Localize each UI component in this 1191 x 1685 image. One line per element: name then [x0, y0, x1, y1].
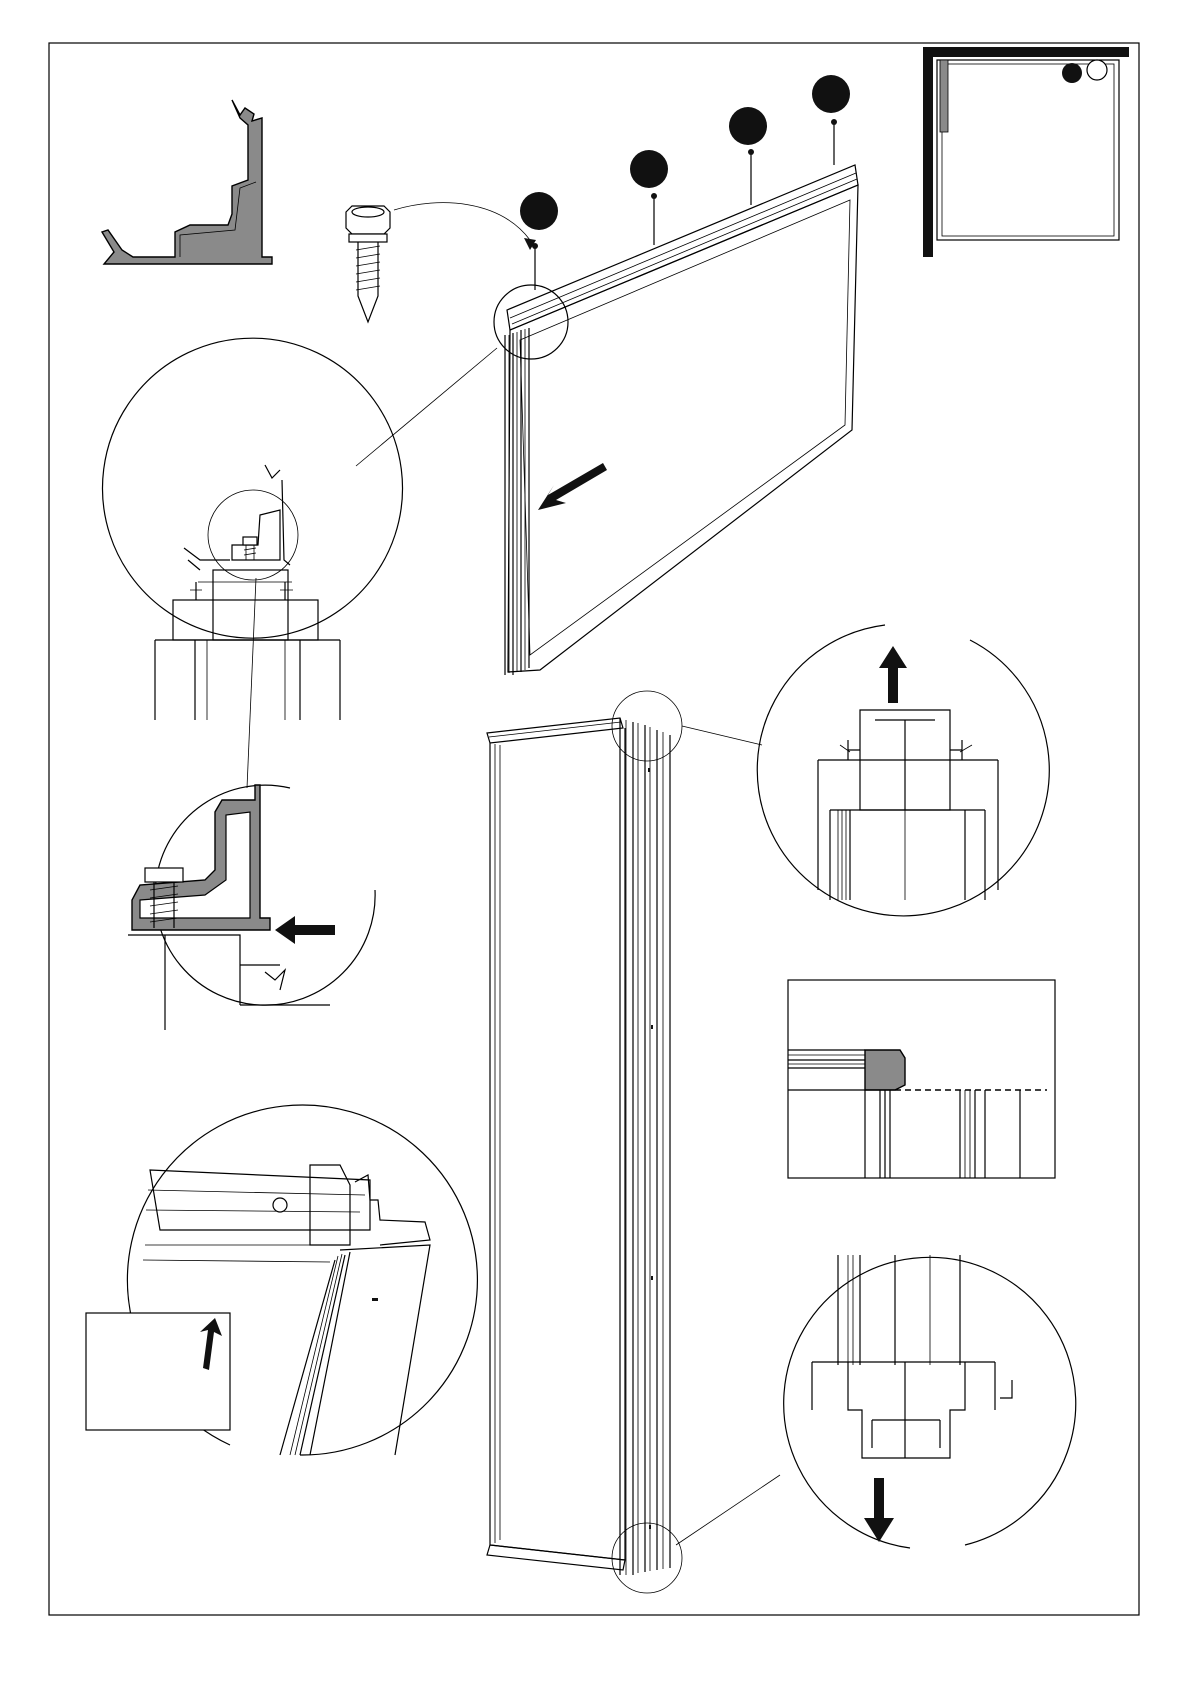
direction-arrow-icon	[538, 463, 607, 510]
door-panel-perspective	[487, 691, 682, 1593]
bottom-corner-callout	[612, 1523, 682, 1593]
corner-detail-callout	[494, 285, 568, 359]
wall-profile-section-icon	[102, 100, 272, 264]
step-marker-1	[520, 192, 558, 230]
self-drilling-hex-screw-icon	[346, 203, 536, 322]
direction-arrow-icon	[879, 646, 907, 703]
detail-corner-perspective	[86, 1105, 477, 1455]
step-marker-3	[729, 107, 767, 145]
step-marker-2	[630, 150, 668, 188]
step-markers	[520, 75, 850, 290]
detail-bottom-guide	[784, 1255, 1076, 1548]
detail-top-guide	[757, 625, 1049, 916]
detail-screw-fixing	[128, 785, 375, 1030]
direction-arrow-icon	[275, 916, 335, 944]
step-marker-4	[812, 75, 850, 113]
direction-arrow-icon	[864, 1478, 894, 1542]
shower-enclosure-top-view-icon	[923, 47, 1129, 257]
detail-alignment-section	[788, 980, 1055, 1178]
side-panel-perspective	[494, 165, 858, 675]
